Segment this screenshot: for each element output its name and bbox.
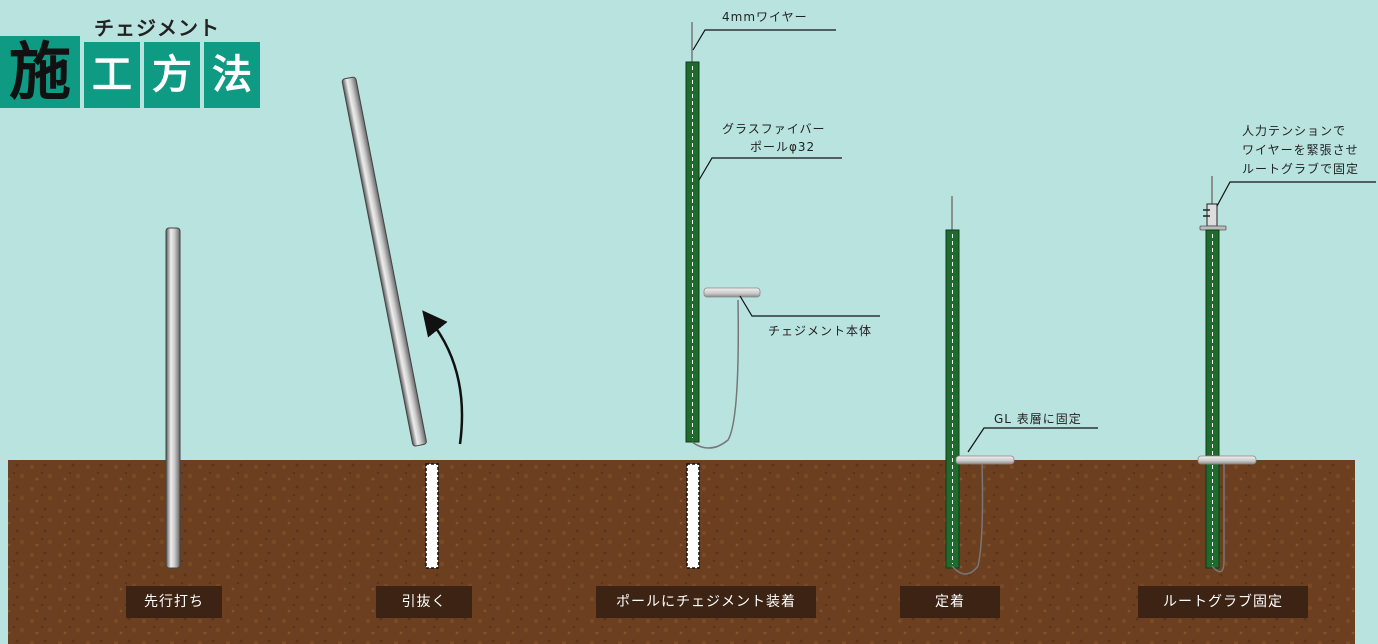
step-label-2: 引抜く [376, 586, 472, 618]
leader-surface [967, 427, 1098, 453]
title-main-char-2: 工 [84, 42, 140, 108]
leader-pole [698, 157, 842, 181]
chesiment-anchor [703, 287, 761, 298]
anchor-wire-4 [951, 461, 984, 575]
step-label-5: ルートグラブ固定 [1138, 586, 1308, 618]
label-surface: GL 表層に固定 [994, 412, 1082, 426]
root-grab-clamp [1206, 203, 1218, 227]
leader-tension [1216, 181, 1376, 207]
root-grab-plate [1199, 225, 1227, 231]
empty-hole [425, 463, 439, 569]
steel-pole-driven [165, 227, 181, 569]
steel-pole-pulled [341, 76, 427, 447]
leader-body [739, 295, 880, 317]
label-pole-line2: ポールφ32 [750, 140, 816, 154]
anchor-wire-5 [1211, 464, 1225, 573]
pull-arrow-icon [422, 310, 464, 445]
chesiment-anchor-5 [1197, 455, 1257, 465]
chesiment-anchor-4 [955, 455, 1015, 465]
label-body: チェジメント本体 [768, 324, 873, 338]
step-label-4: 定着 [900, 586, 1000, 618]
step-label-3: ポールにチェジメント装着 [596, 586, 816, 618]
label-pole-line1: グラスファイバー [722, 122, 826, 136]
leader-wire [692, 29, 836, 51]
title-subtitle: チェジメント [94, 16, 220, 40]
step-label-1: 先行打ち [126, 586, 222, 618]
anchor-wire [691, 299, 740, 449]
title-main-char-4: 法 [204, 42, 260, 108]
title-main-char-1: 施 [0, 36, 80, 108]
label-tension-line1: 人力テンションで [1242, 124, 1347, 138]
label-tension-line2: ワイヤーを緊張させ [1242, 143, 1359, 157]
title-main-char-3: 方 [144, 42, 200, 108]
hole-filled [686, 463, 700, 569]
label-tension-line3: ルートグラブで固定 [1242, 162, 1360, 176]
label-wire: 4mmワイヤー [722, 10, 808, 24]
